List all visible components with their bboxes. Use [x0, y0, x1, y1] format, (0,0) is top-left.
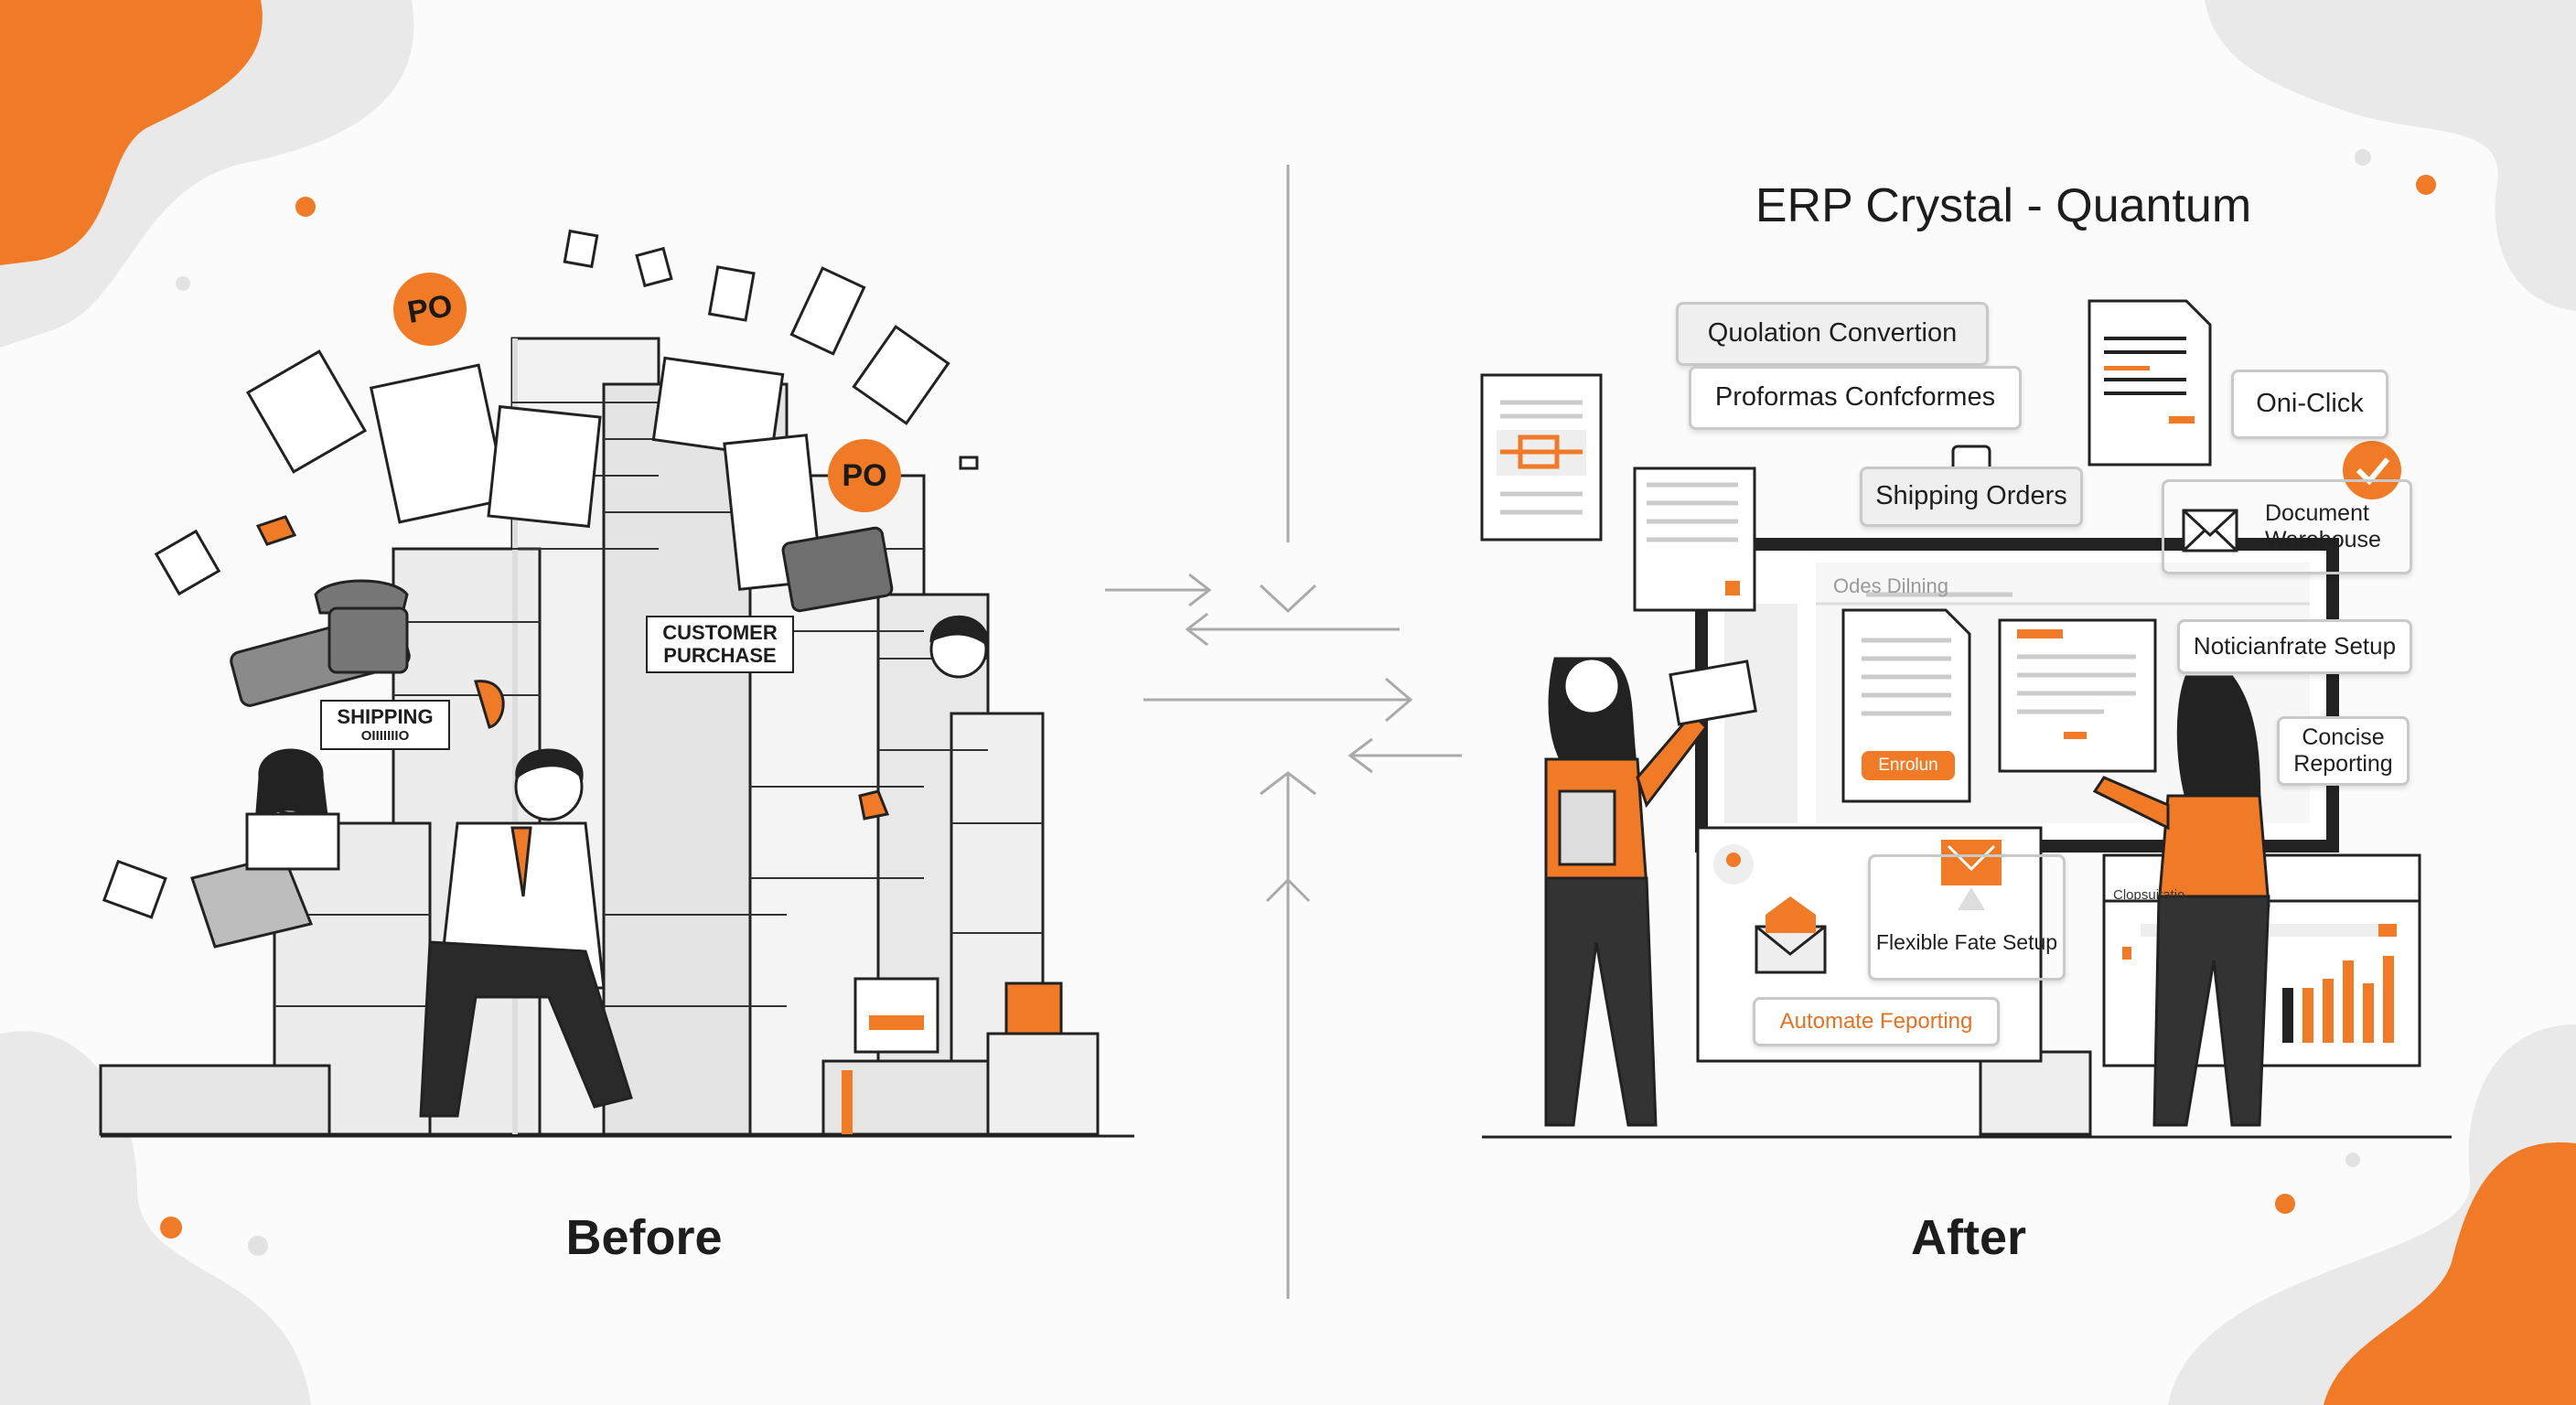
- customer-purchase-label: CUSTOMER PURCHASE: [646, 616, 794, 673]
- po-badge: PO: [828, 439, 901, 512]
- blob-bottom-right-orange: [2324, 1142, 2576, 1405]
- callout-flexible-rate: Flexible Fate Setup: [1868, 854, 2066, 981]
- automate-reporting-button[interactable]: Automate Feporting: [1753, 997, 2000, 1046]
- panel-title: Clopsuitatio: [2113, 887, 2185, 903]
- callout-concise-reporting: Concise Reporting: [2277, 716, 2410, 786]
- shipping-label-title: SHIPPING: [337, 705, 434, 728]
- after-caption: After: [1910, 1210, 2026, 1265]
- callout-notification-setup: Noticianfrate Setup: [2177, 619, 2412, 674]
- shipping-label: SHIPPING OIIIIIIIO: [320, 700, 450, 750]
- center-divider: [1105, 165, 1462, 1299]
- blob-top-right-gray: [2205, 0, 2576, 311]
- blob-top-left-orange: [0, 0, 263, 265]
- callout-proformas: Proformas Confcformes: [1689, 366, 2022, 430]
- screen-action-button[interactable]: Enrolun: [1862, 751, 1955, 780]
- page-title: ERP Crystal - Quantum: [1755, 179, 2252, 232]
- callout-shipping-orders: Shipping Orders: [1860, 467, 2083, 527]
- callout-one-click: Oni-Click: [2231, 370, 2388, 439]
- callout-quotation-conversion: Quolation Convertion: [1676, 302, 1989, 366]
- before-caption: Before: [565, 1210, 723, 1265]
- callout-document-warehouse: Document Warehouse: [2162, 479, 2412, 574]
- paper-pile: [99, 229, 1134, 1138]
- document-warehouse-text: Document Warehouse: [2265, 500, 2381, 552]
- shipping-label-subtitle: OIIIIIIIO: [360, 728, 410, 745]
- blob-bottom-left-gray: [0, 1031, 311, 1405]
- screen-header: Odes Dilning: [1833, 574, 1948, 597]
